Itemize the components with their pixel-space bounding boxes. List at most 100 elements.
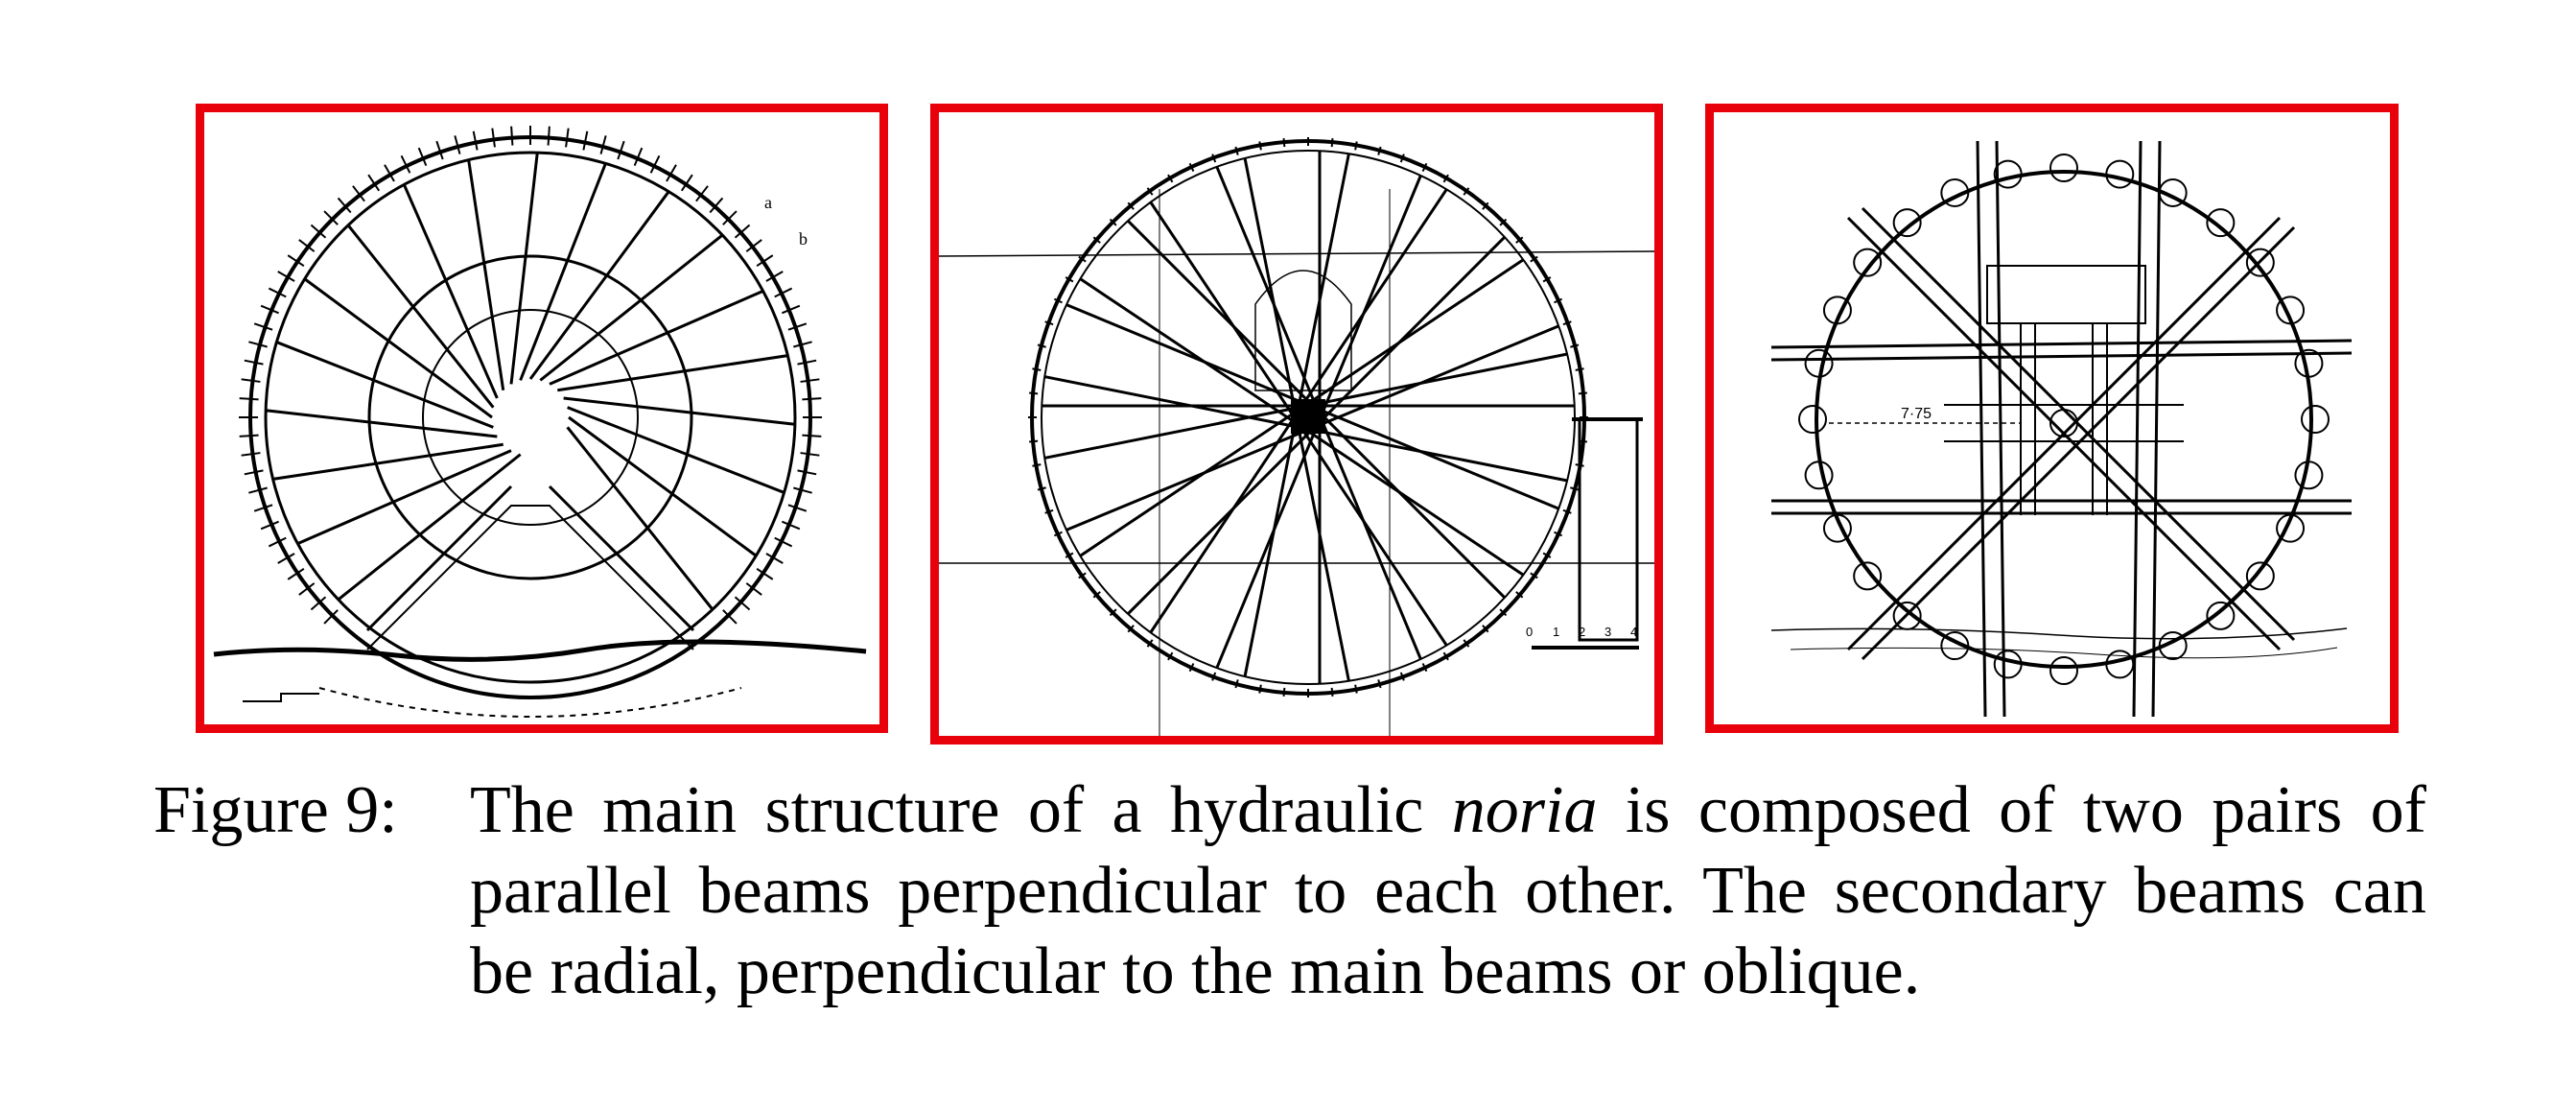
rim-peg [1065, 552, 1074, 558]
rim-paddle [244, 359, 264, 366]
rim-peg [1515, 591, 1524, 599]
wheel-spoke [539, 233, 724, 382]
rim-paddle [734, 224, 751, 239]
rim-paddle [722, 210, 738, 225]
rim-paddle [241, 378, 261, 383]
rim-peg [1554, 531, 1563, 537]
rim-peg [1515, 236, 1524, 244]
rim-peg [1146, 639, 1154, 648]
rim-paddle [310, 596, 327, 611]
rim-paddle [793, 341, 812, 348]
rim-paddle [287, 567, 305, 580]
rim-peg [1258, 141, 1262, 151]
rim-paddle [260, 520, 280, 531]
wheel-spoke [346, 224, 495, 409]
rim-paddle [802, 397, 822, 401]
bucket [2276, 513, 2306, 543]
rim-peg [1188, 663, 1195, 673]
bucket [2294, 461, 2324, 490]
rim-paddle [491, 128, 496, 148]
rim-paddle [722, 609, 738, 625]
noria-orthogonal-drawing: 7·75 [1770, 140, 2353, 718]
bucket [2158, 177, 2188, 207]
rim-peg [1463, 187, 1470, 196]
rim-peg [1530, 572, 1538, 579]
wheel-spoke [568, 415, 758, 557]
rim-paddle [323, 210, 339, 225]
rim-paddle [277, 271, 295, 282]
rim-paddle [599, 135, 607, 154]
rim-paddle [565, 128, 570, 148]
bucket [2206, 208, 2236, 238]
rim-paddle [633, 147, 644, 167]
rim-peg [1282, 687, 1286, 697]
noria-drawing-crossed-panel: 0 1 2 3 4 [930, 104, 1663, 745]
rim-paddle [253, 504, 273, 512]
scale-tick-4: 4 [1630, 625, 1637, 639]
bucket [1804, 348, 1834, 378]
rim-paddle [248, 486, 268, 494]
rim-peg [1570, 343, 1580, 348]
rim-paddle [277, 553, 295, 564]
rim-peg [1032, 367, 1042, 371]
rim-paddle [510, 126, 514, 146]
rim-paddle [797, 359, 817, 366]
rim-peg [1499, 218, 1508, 226]
rim-paddle [649, 154, 661, 174]
rim-paddle [298, 582, 316, 596]
bucket [2206, 601, 2236, 630]
rim-paddle [239, 397, 259, 401]
bucket [2294, 348, 2324, 378]
rim-peg [1032, 463, 1042, 467]
rim-peg [1127, 201, 1135, 210]
rim-peg [1530, 255, 1538, 263]
scale-tick-2: 2 [1579, 625, 1585, 639]
rim-peg [1570, 486, 1580, 491]
rim-paddle [323, 609, 339, 625]
rim-paddle [435, 140, 444, 160]
scale-tick-3: 3 [1604, 625, 1611, 639]
rim-paddle [695, 185, 709, 202]
rim-peg [1188, 162, 1195, 172]
wheel-spoke [402, 183, 499, 399]
rim-paddle [268, 536, 287, 548]
rim-peg [1078, 572, 1087, 579]
rim-peg [1354, 141, 1358, 151]
bucket [1853, 248, 1883, 277]
bucket [2105, 159, 2135, 189]
bucket [1853, 561, 1883, 591]
bucket [1804, 461, 1834, 490]
rim-paddle [765, 553, 784, 564]
wheel-spoke [296, 449, 512, 546]
rim-peg [1542, 552, 1552, 558]
rim-peg [1482, 201, 1489, 210]
wheel-spoke [567, 406, 785, 494]
caption-text: The main structure of a hydraulic noria … [470, 770, 2426, 1012]
rim-peg [1078, 255, 1087, 263]
rim-paddle [298, 239, 316, 252]
rim-peg [1037, 486, 1046, 491]
rim-peg [1109, 608, 1117, 617]
rim-peg [1330, 138, 1334, 148]
caption-line-1-start: The main structure of a hydraulic [470, 773, 1452, 847]
bucket [1822, 513, 1852, 543]
rim-peg [1037, 343, 1046, 348]
rim-paddle [547, 126, 550, 146]
noria-drawing-orthogonal-panel: 7·75 [1705, 104, 2399, 733]
rim-peg [1258, 684, 1262, 694]
rim-paddle [774, 536, 793, 548]
rim-peg [1562, 320, 1572, 326]
wheel-spoke [519, 162, 607, 381]
rim-paddle [800, 452, 820, 457]
rim-paddle [781, 304, 801, 315]
rim-paddle [756, 567, 774, 580]
wheel-spoke [528, 190, 670, 380]
rim-peg [1167, 174, 1174, 183]
rim-paddle [239, 434, 259, 437]
rim-paddle [352, 185, 365, 202]
rim-paddle [241, 452, 261, 457]
rim-peg [1146, 187, 1154, 196]
rim-paddle [248, 341, 268, 348]
wheel-spoke [549, 289, 764, 386]
bucket [1940, 177, 1970, 207]
